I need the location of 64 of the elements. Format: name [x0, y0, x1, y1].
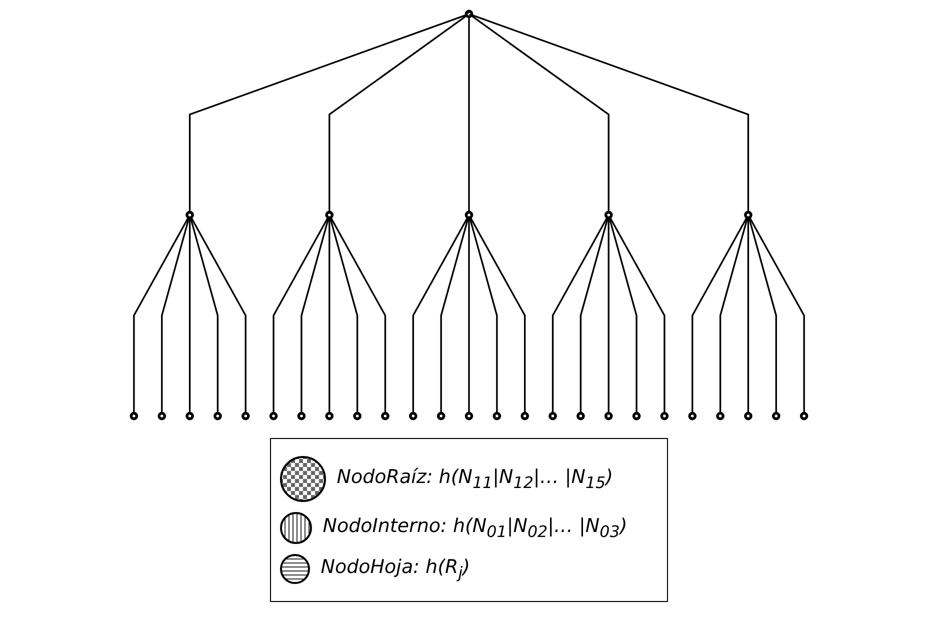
connector: [190, 217, 246, 414]
connector: [470, 217, 526, 414]
connector: [330, 217, 386, 414]
horizontal-striped-circle-node: [800, 412, 808, 420]
horizontal-striped-circle-node: [130, 412, 138, 420]
connector: [468, 217, 498, 414]
horizontal-striped-circle-node: [576, 412, 585, 420]
connector: [747, 218, 750, 414]
legend-text: NodoInterno: h(N$_{01}$|N$_{02}$|… |N$_{03}$): [322, 515, 628, 541]
connector: [580, 217, 609, 414]
horizontal-striped-circle-node: [214, 412, 222, 420]
horizontal-striped-circle-node: [492, 412, 502, 420]
connector: [552, 217, 608, 414]
horizontal-striped-circle-node: [520, 412, 530, 420]
horizontal-striped-circle-node: [408, 412, 418, 420]
checkered-circle-node: [464, 10, 474, 18]
horizontal-striped-circle-node: [297, 412, 306, 420]
connector: [748, 217, 777, 414]
connector: [440, 217, 470, 414]
connector: [748, 217, 805, 414]
horizontal-striped-circle-node: [158, 412, 166, 420]
connector: [608, 218, 610, 414]
vertical-striped-circle-node: [464, 210, 474, 220]
legend-text: NodoRaíz: h(N$_{11}$|N$_{12}$|… |N$_{15}$): [336, 466, 614, 492]
connector: [272, 217, 329, 414]
horizontal-striped-circle-node: [353, 412, 362, 420]
horizontal-striped-circle-node: [548, 412, 557, 420]
connector: [608, 217, 638, 414]
connector: [188, 14, 467, 212]
connector: [470, 14, 610, 212]
horizontal-striped-circle-node: [186, 412, 194, 420]
horizontal-striped-circle-node: [325, 412, 334, 420]
connector: [328, 14, 468, 212]
connector: [328, 218, 330, 414]
connector: [133, 217, 190, 414]
connector: [329, 217, 358, 414]
connector: [188, 218, 191, 414]
horizontal-striped-circle-node: [660, 412, 669, 420]
horizontal-striped-circle-node: [381, 412, 390, 420]
horizontal-striped-circle-node: [436, 412, 446, 420]
vertical-striped-circle-node: [604, 210, 613, 220]
horizontal-striped-circle-node: [632, 412, 641, 420]
vertical-striped-circle-node: [325, 210, 334, 220]
horizontal-striped-circle-node: [464, 412, 474, 420]
horizontal-striped-circle-node: [744, 412, 752, 420]
horizontal-striped-circle-node: [716, 412, 724, 420]
connector: [468, 16, 470, 212]
horizontal-striped-circle-node: [269, 412, 278, 420]
connector: [190, 217, 219, 414]
legend-text: NodoHoja: h(R$_{j}$): [320, 556, 470, 582]
vertical-striped-circle-node: [186, 210, 194, 220]
horizontal-striped-circle-node: [772, 412, 780, 420]
horizontal-striped-circle-node: [604, 412, 613, 420]
connector: [609, 217, 666, 414]
horizontal-striped-circle-node: [241, 412, 250, 420]
horizontal-striped-circle-node: [688, 412, 697, 420]
connector: [719, 217, 748, 414]
connector: [471, 14, 750, 212]
vertical-striped-circle-node: [744, 210, 752, 220]
connector: [468, 218, 470, 414]
connector: [300, 217, 330, 414]
connector: [161, 217, 190, 414]
connector: [692, 217, 748, 414]
connector: [412, 217, 468, 414]
